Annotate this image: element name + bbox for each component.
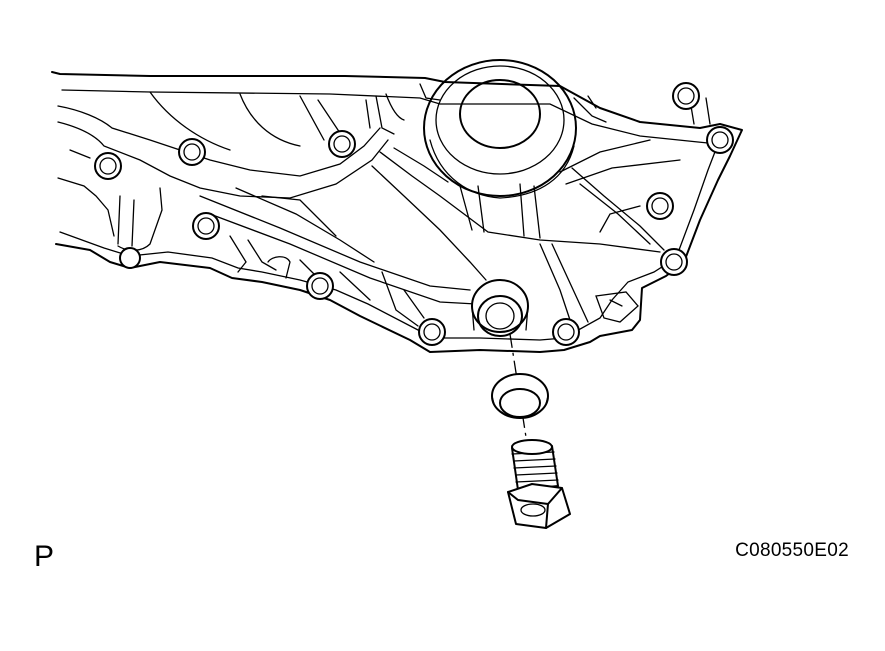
drain-plug-hole-icon (471, 279, 529, 337)
bearing-boss-icon (423, 59, 577, 199)
gasket-icon (491, 373, 549, 419)
transaxle-case-icon (51, 71, 743, 353)
case-bolt-icon (94, 82, 734, 346)
view-mark-label: P (34, 540, 55, 573)
drain-plug-icon (507, 439, 571, 529)
figure-code-label: C080550E02 (735, 540, 849, 561)
